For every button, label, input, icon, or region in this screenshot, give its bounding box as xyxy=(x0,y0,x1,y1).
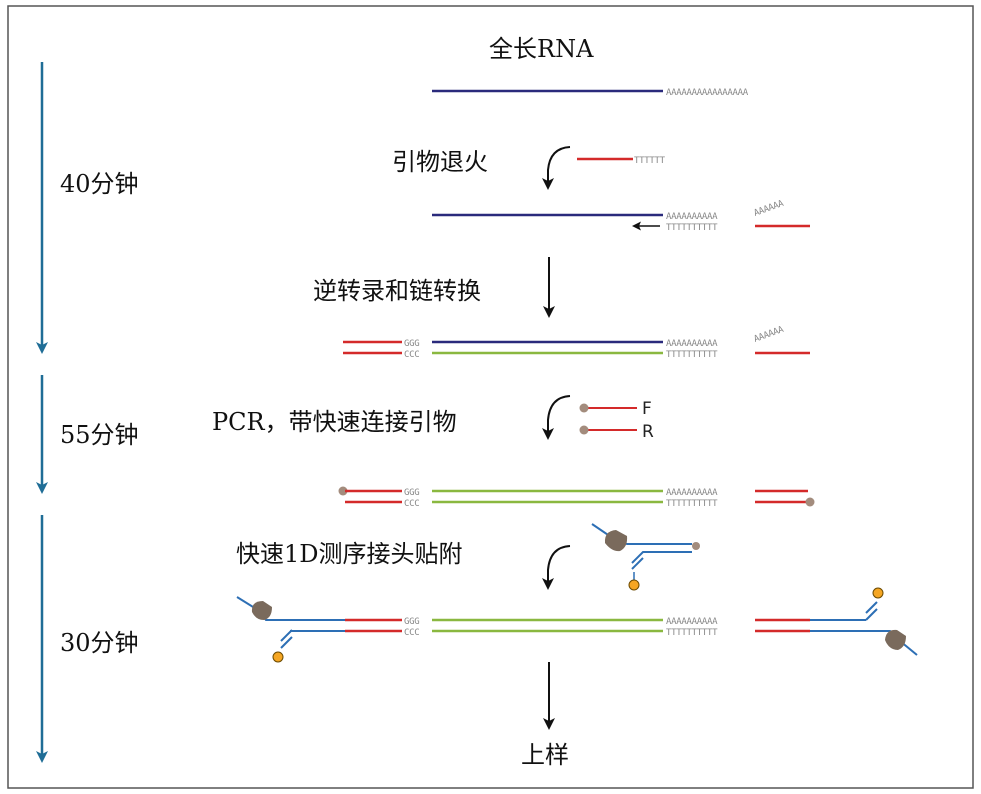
rt-ccc: CCC xyxy=(404,350,419,360)
rt-polyT: TTTTTTTTTT xyxy=(666,350,718,360)
rt-ggg: GGG xyxy=(404,339,419,349)
timeline-label-2: 55分钟 xyxy=(60,421,139,449)
timeline-label-3: 30分钟 xyxy=(60,629,139,657)
library-ccc: CCC xyxy=(404,628,419,638)
pcr-primer-f-label: F xyxy=(642,399,652,419)
timeline: 40分钟 55分钟 30分钟 xyxy=(36,62,139,763)
adapter-tether-bead xyxy=(628,579,640,591)
timeline-label-1: 40分钟 xyxy=(60,170,139,198)
annealed-polyA: AAAAAAAAAA xyxy=(666,212,718,222)
rt-polyA: AAAAAAAAAA xyxy=(666,339,718,349)
step-adapter-label: 快速1D测序接头贴附 xyxy=(236,540,463,568)
adapter-schematic xyxy=(591,523,700,591)
step-loading-label: 上样 xyxy=(521,741,569,769)
pcr-product-polyT: TTTTTTTTTT xyxy=(666,499,718,509)
pcr-primer-r-tag xyxy=(579,425,589,435)
step-annealing-label: 引物退火 xyxy=(392,148,488,176)
annealing-primer-polyT: TTTTTT xyxy=(634,156,666,166)
annealed-polyA-overhang: AAAAAA xyxy=(753,199,786,219)
annealing-curve-arrow xyxy=(542,146,571,190)
library-polyT: TTTTTTTTTT xyxy=(666,628,718,638)
library-right-motor-protein xyxy=(885,629,906,650)
library-polyA: AAAAAAAAAA xyxy=(666,617,718,627)
diagram-frame xyxy=(7,5,974,789)
pcr-product-left-tag xyxy=(338,486,348,496)
pcr-primer-r-label: R xyxy=(642,422,654,442)
pcr-product-ccc: CCC xyxy=(404,499,419,509)
step-rt-switch-label: 逆转录和链转换 xyxy=(313,277,481,305)
pcr-curve-arrow xyxy=(542,395,571,440)
pcr-primer-f-tag xyxy=(579,403,589,413)
step-full-rna-label: 全长RNA xyxy=(489,35,594,63)
library-ggg: GGG xyxy=(404,617,419,627)
adapter-motor-protein xyxy=(604,530,628,552)
rna-polyA-tail: AAAAAAAAAAAAAAAA xyxy=(666,88,749,98)
rt-polyA-overhang: AAAAAA xyxy=(753,325,786,345)
pcr-product-polyA: AAAAAAAAAA xyxy=(666,488,718,498)
library-right-bead xyxy=(872,587,884,599)
pcr-product-right-tag xyxy=(805,497,815,507)
pcr-product-ggg: GGG xyxy=(404,488,419,498)
adapter-tag xyxy=(692,542,700,550)
adapter-curve-arrow xyxy=(542,545,571,590)
library-left-motor-protein xyxy=(251,601,272,620)
library-left-bead xyxy=(272,651,284,663)
annealed-polyT: TTTTTTTTTT xyxy=(666,223,718,233)
adapted-library: GGG CCC AAAAAAAAAA TTTTTTTTTT xyxy=(236,587,918,663)
step-pcr-label: PCR，带快速连接引物 xyxy=(212,408,457,436)
